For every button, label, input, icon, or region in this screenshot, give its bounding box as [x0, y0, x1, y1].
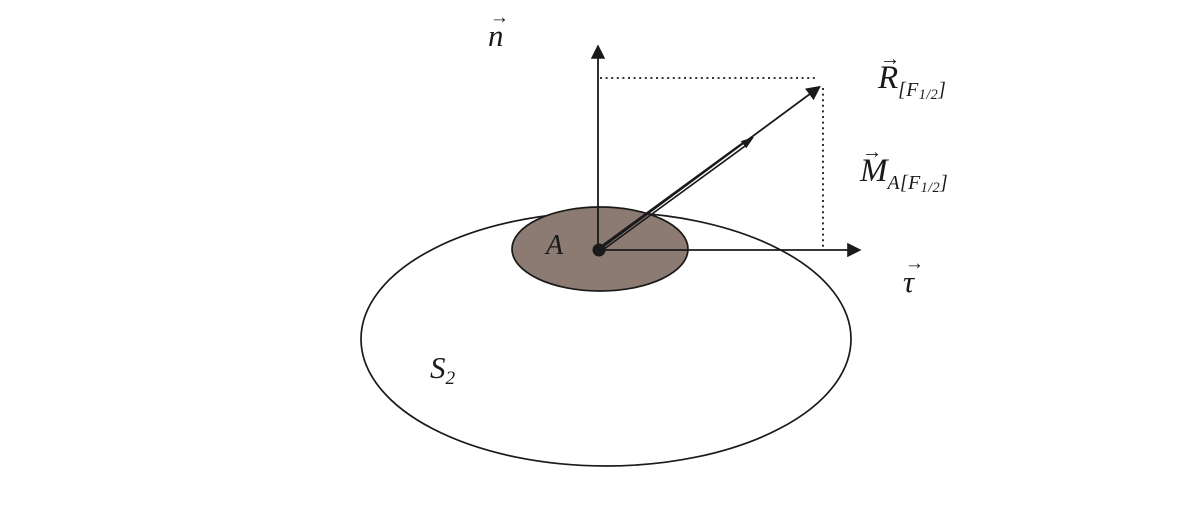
label-point-a: A	[546, 230, 564, 261]
label-n-vector: → n	[488, 7, 510, 53]
label-surface-s2: S2	[430, 350, 456, 389]
r-vector-subscript: [F1/2]	[898, 78, 947, 103]
vector-arrow-icon: →	[489, 7, 510, 29]
moment-vector-line-upper	[598, 142, 743, 249]
vector-arrow-icon: →	[862, 141, 883, 164]
moment-vector-arrowhead	[740, 137, 754, 149]
vector-arrow-icon: →	[904, 253, 925, 275]
moment-vector-line-lower	[600, 145, 746, 252]
label-moment-vector: → M A[F1/2]	[860, 141, 949, 196]
label-tau-vector: → τ	[903, 253, 925, 299]
m-vector-subscript: A[F1/2]	[887, 171, 949, 196]
origin-point-dot	[592, 243, 606, 257]
label-resultant-vector: → R [F1/2]	[878, 48, 947, 103]
tau-vector-symbol: → τ	[903, 253, 925, 299]
vector-arrow-icon: →	[880, 48, 901, 71]
resultant-vector-line	[599, 85, 821, 250]
r-vector-symbol: → R	[878, 48, 901, 96]
surface-subscript: 2	[445, 367, 456, 389]
m-vector-symbol: → M	[860, 141, 888, 189]
n-vector-symbol: → n	[488, 7, 510, 53]
